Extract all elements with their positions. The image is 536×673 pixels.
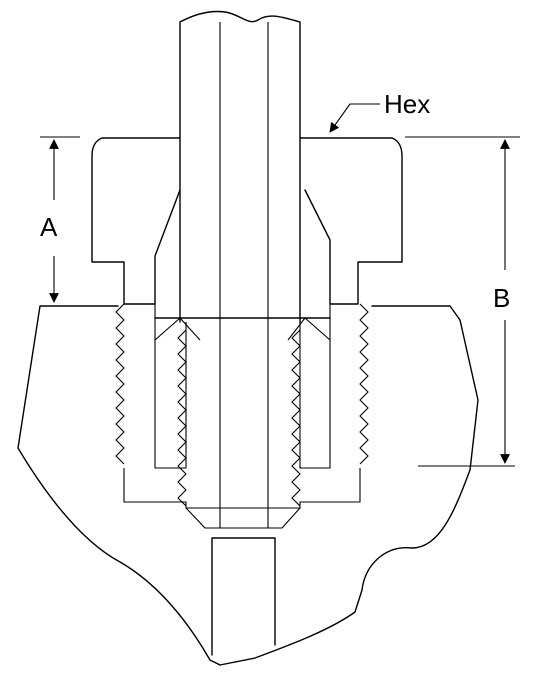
- thread-outer-left: [115, 303, 125, 465]
- tube-tip: [185, 507, 301, 529]
- port-bore: [211, 537, 276, 656]
- hex-nut-outline: [91, 137, 181, 305]
- thread-inner-left: [177, 329, 187, 507]
- tube-outer: [179, 10, 301, 323]
- hex-leader-arrow: [329, 103, 380, 133]
- ferrule-taper-right: [287, 317, 331, 341]
- port-body-inner-step: [123, 468, 361, 509]
- port-body-outline: [17, 305, 479, 666]
- hex-nut-outline-right: [299, 137, 403, 305]
- dim-a-label: A: [40, 212, 58, 242]
- ferrule-right: [299, 304, 331, 469]
- ferrule-left: [154, 304, 187, 469]
- thread-outer-right: [359, 303, 369, 465]
- dim-b-label: B: [493, 283, 510, 313]
- thread-inner-right: [291, 329, 301, 507]
- hex-label: Hex: [384, 89, 430, 119]
- ferrule-taper-left: [154, 317, 201, 341]
